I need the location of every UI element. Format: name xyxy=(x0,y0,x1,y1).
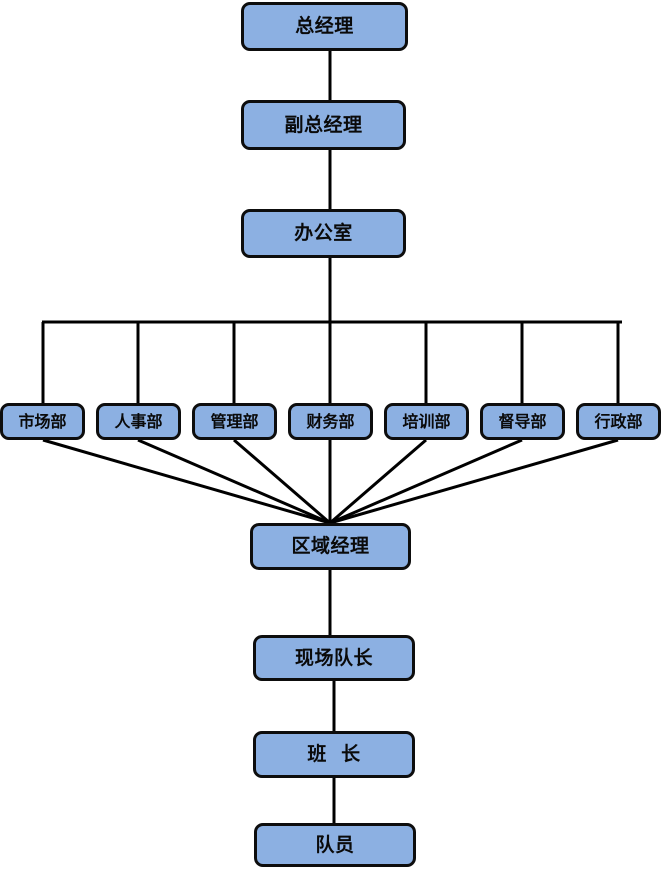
node-label-office: 办公室 xyxy=(294,222,353,244)
node-label-regional-manager: 区域经理 xyxy=(291,535,370,557)
connector-dept-7-to-regional xyxy=(329,438,619,525)
connector-dept-6-to-regional xyxy=(329,438,523,525)
node-label-team-member: 队员 xyxy=(315,833,355,856)
node-site-captain[interactable]: 现场队长 xyxy=(253,635,415,681)
node-team-member[interactable]: 队员 xyxy=(254,823,416,867)
node-label-site-captain: 现场队长 xyxy=(294,646,373,669)
node-label-department-training: 培训部 xyxy=(402,411,451,431)
node-label-deputy-general-manager: 副总经理 xyxy=(284,113,363,136)
node-general-manager[interactable]: 总经理 xyxy=(241,2,408,51)
connector-dept-2-to-regional xyxy=(137,438,331,525)
node-label-department-hr: 人事部 xyxy=(114,411,163,431)
node-department-supervision[interactable]: 督导部 xyxy=(480,403,565,440)
node-department-training[interactable]: 培训部 xyxy=(384,403,469,440)
node-label-department-market: 市场部 xyxy=(18,411,67,431)
node-label-department-finance: 财务部 xyxy=(306,411,355,431)
node-department-administration[interactable]: 行政部 xyxy=(576,403,661,440)
node-label-general-manager: 总经理 xyxy=(295,15,354,37)
node-label-team-leader: 班 长 xyxy=(307,743,361,765)
node-office[interactable]: 办公室 xyxy=(241,209,406,258)
node-department-management[interactable]: 管理部 xyxy=(192,403,277,440)
node-department-finance[interactable]: 财务部 xyxy=(288,403,373,440)
node-department-market[interactable]: 市场部 xyxy=(0,403,85,440)
node-regional-manager[interactable]: 区域经理 xyxy=(250,523,411,570)
node-deputy-general-manager[interactable]: 副总经理 xyxy=(241,100,406,150)
node-label-department-management: 管理部 xyxy=(210,411,259,431)
connector-dept-5-to-regional xyxy=(329,438,427,525)
connector-dept-3-to-regional xyxy=(233,438,331,525)
node-department-hr[interactable]: 人事部 xyxy=(96,403,181,440)
node-label-department-administration: 行政部 xyxy=(594,411,643,431)
node-label-department-supervision: 督导部 xyxy=(498,411,547,431)
connector-dept-1-to-regional xyxy=(42,438,331,525)
node-team-leader[interactable]: 班 长 xyxy=(253,731,415,778)
